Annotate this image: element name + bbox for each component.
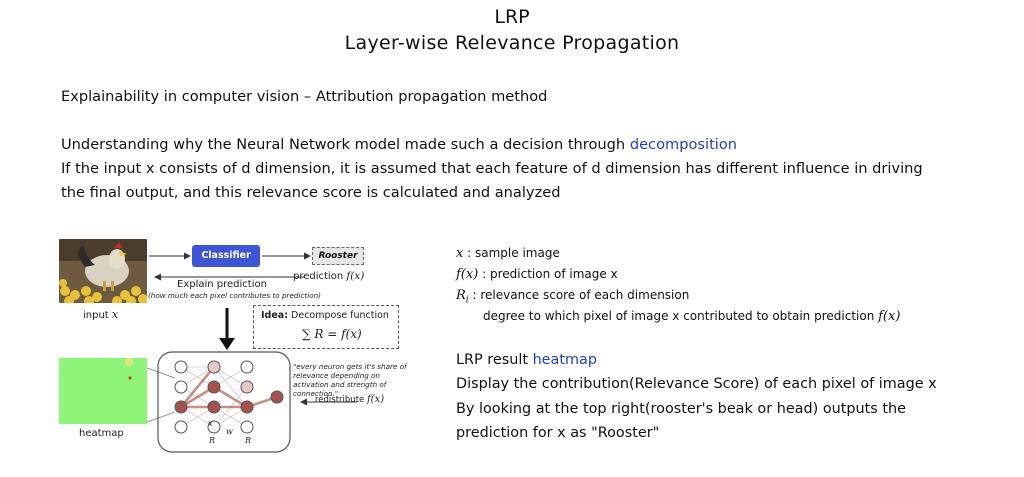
rooster-output-box: Rooster [312,247,364,265]
explain-sub: (how much each pixel contributes to pred… [148,291,321,300]
legend-r-detail: degree to which pixel of image x contrib… [483,309,900,324]
heatmap-image [59,358,147,424]
heatmap-label: heatmap [79,428,124,439]
idea-formula: ∑ R = f(x) [302,327,362,341]
legend-f: f(x) : prediction of image x [456,267,618,282]
neural-network-diagram [157,351,291,453]
prediction-caption: prediction f(x) [293,270,364,282]
legend-r-sub: i [465,295,469,306]
ri-label: R [209,436,216,445]
prediction-label: prediction [293,271,344,282]
page-subtitle: Layer-wise Relevance Propagation [344,32,680,54]
idea-text: Decompose function [291,310,389,321]
intro-line-2-text: Understanding why the Neural Network mod… [61,136,630,153]
intro-line-4: the final output, and this relevance sco… [61,184,561,201]
figure-connectors [146,252,357,423]
legend-f-symbol: f(x) [456,267,479,282]
legend-x-symbol: x [456,246,464,261]
legend-x-desc: : sample image [463,246,560,260]
legend-r: Ri : relevance score of each dimension [456,288,689,305]
wij-label: w [226,427,233,436]
heatmap-highlight: heatmap [532,352,597,368]
redistribute-math: f(x) [366,394,385,405]
redistribute-caption: redistribute f(x) [315,394,384,405]
intro-line-2: Understanding why the Neural Network mod… [61,136,737,153]
redistribute-label: redistribute [315,395,365,405]
legend-r-detail-math: f(x) [878,309,901,324]
legend-r-detail-text: degree to which pixel of image x contrib… [483,309,879,323]
result-title-text: LRP result [456,352,533,368]
idea-box: Idea: Decompose function ∑ R = f(x) [253,305,399,349]
rj-label: R [245,436,252,445]
page-title: LRP [494,6,530,28]
decomposition-highlight: decomposition [629,136,738,153]
intro-line-3: If the input x consists of d dimension, … [61,160,923,177]
idea-line: Idea: Decompose function [261,310,389,321]
rooster-photo [59,239,147,303]
legend-x: x : sample image [456,246,560,261]
input-label: input [83,310,109,321]
legend-f-desc: : prediction of image x [478,267,618,281]
explain-label: Explain prediction [177,279,267,290]
result-line-3: prediction for x as "Rooster" [456,425,660,441]
classifier-box: Classifier [192,245,260,267]
idea-label: Idea: [261,310,288,321]
result-title: LRP result heatmap [456,352,597,368]
prediction-math: f(x) [346,270,365,282]
result-line-2: By looking at the top right(rooster's be… [456,401,906,417]
xi-label: x [208,419,213,428]
legend-r-desc: : relevance score of each dimension [468,288,690,302]
lrp-figure: input x Classifier Rooster prediction f(… [57,236,413,458]
result-line-1: Display the contribution(Relevance Score… [456,376,937,392]
neuron-quote: "every neuron gets it's share of relevan… [293,362,407,398]
intro-line-1: Explainability in computer vision – Attr… [61,88,548,105]
legend-r-symbol: R [456,288,466,303]
input-caption: input x [83,308,118,321]
input-math: x [111,308,119,321]
